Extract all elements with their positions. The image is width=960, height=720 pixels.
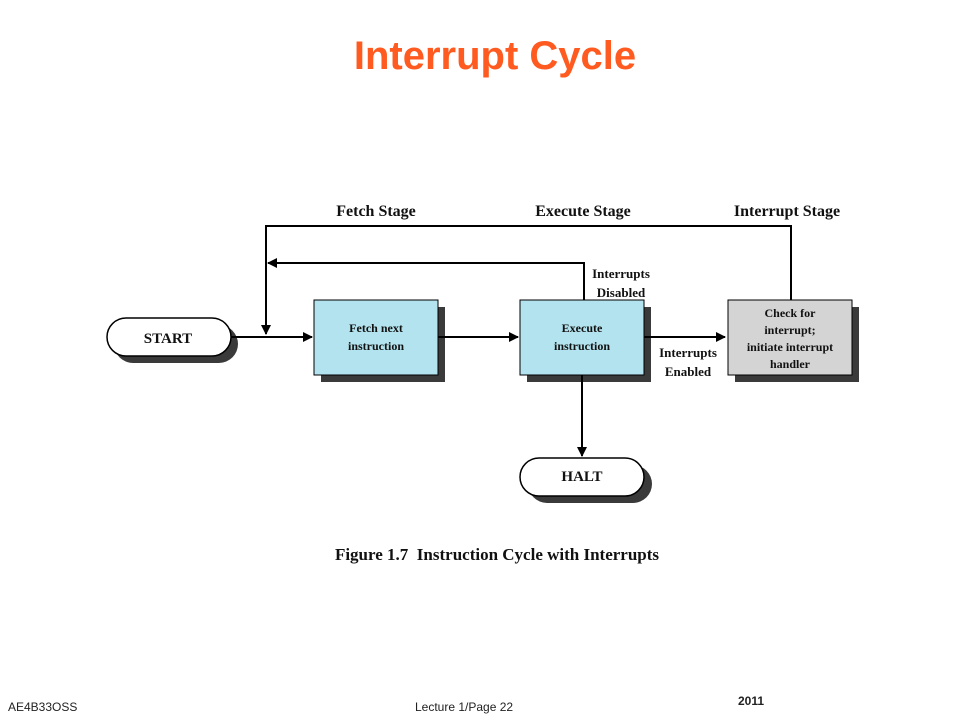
fetch-next-instruction-node <box>313 299 439 376</box>
check-node-label-line3: initiate interrupt <box>747 340 833 354</box>
start-node-label: START <box>144 331 192 347</box>
interrupts-enabled-label-line1: Interrupts <box>659 345 717 360</box>
interrupts-disabled-label-line2: Disabled <box>597 285 646 300</box>
fetch-stage-label: Fetch Stage <box>336 203 416 220</box>
execute-instruction-node <box>519 299 645 376</box>
interrupts-enabled-label-line2: Enabled <box>665 364 712 379</box>
interrupt-return-loop-edge <box>261 225 792 335</box>
footer-course-code: AE4B33OSS <box>8 700 78 714</box>
figure-caption: Figure 1.7 Instruction Cycle with Interr… <box>335 545 659 564</box>
footer-page-number: Lecture 1/Page 22 <box>415 700 514 714</box>
check-node-label-line2: interrupt; <box>764 323 815 337</box>
fetch-node-label-line2: instruction <box>348 339 404 353</box>
interrupts-disabled-label-line1: Interrupts <box>592 266 650 281</box>
fetch-node-label-line1: Fetch next <box>349 321 403 335</box>
halt-node-label: HALT <box>561 469 602 485</box>
execute-node-label-line1: Execute <box>562 321 603 335</box>
execute-node-label-line2: instruction <box>554 339 610 353</box>
slide-title: Interrupt Cycle <box>353 34 637 78</box>
halt-node <box>519 457 645 497</box>
check-interrupt-node <box>727 299 853 376</box>
footer-year: 2011 <box>738 694 765 708</box>
interrupts-disabled-edge <box>267 258 585 300</box>
interrupt-stage-label: Interrupt Stage <box>734 203 840 220</box>
check-node-label-line1: Check for <box>765 306 817 320</box>
execute-stage-label: Execute Stage <box>535 203 631 220</box>
check-node-label-line4: handler <box>770 357 811 371</box>
